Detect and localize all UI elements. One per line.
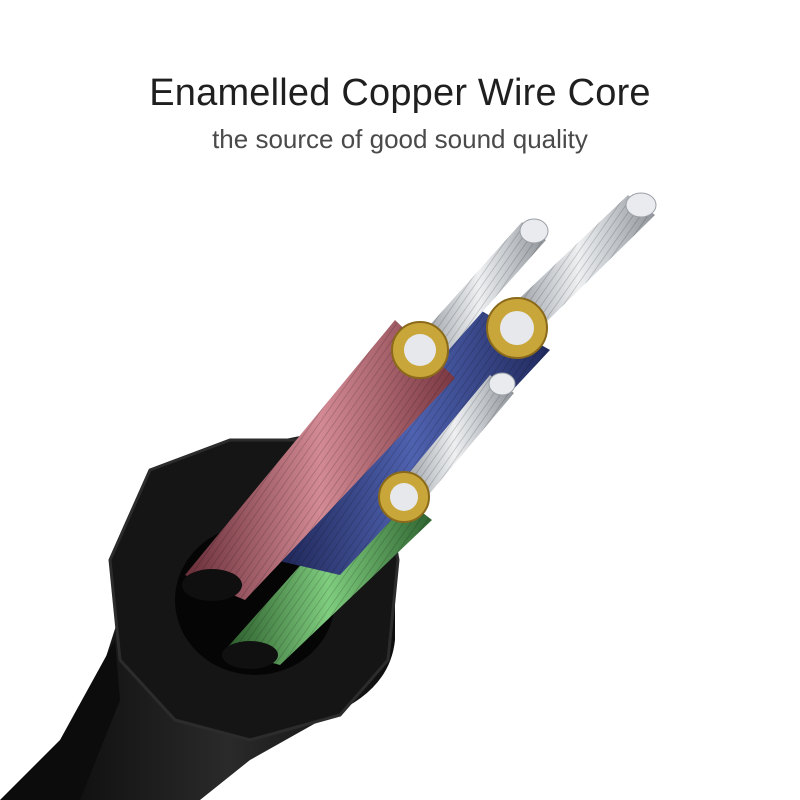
silver-strand-green (395, 372, 516, 505)
silver-strand-red (412, 218, 549, 362)
red-core (182, 320, 455, 601)
page-subtitle: the source of good sound quality (212, 124, 588, 154)
copper-ring-green (378, 471, 430, 523)
blue-core (275, 310, 550, 575)
copper-ring-blue (486, 297, 548, 359)
silver-strand-blue (502, 192, 657, 338)
page-title: Enamelled Copper Wire Core (149, 72, 651, 114)
copper-ring-red (391, 321, 449, 379)
